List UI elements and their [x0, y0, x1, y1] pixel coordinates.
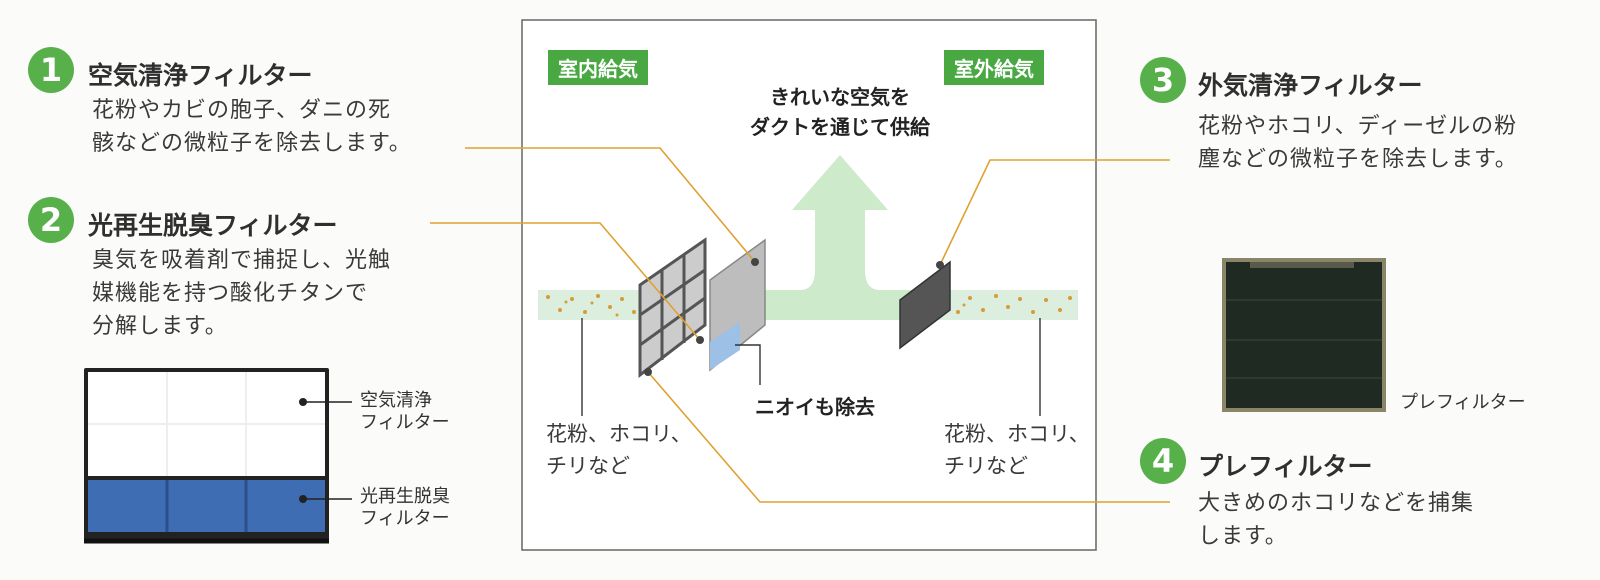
- leader-dots: [644, 258, 944, 376]
- unit-label-deodor-filter-1: 光再生脱臭: [360, 486, 450, 507]
- number-badge-3: 3: [1140, 57, 1186, 103]
- odor-removal-label: ニオイも除去: [755, 395, 875, 419]
- left-particles-line-1: 花粉、ホコリ、: [546, 422, 692, 446]
- filter-unit-illustration: [84, 368, 352, 544]
- supply-text-line-1: きれいな空気を: [770, 85, 910, 109]
- outdoor-supply-tag: 室外給気: [944, 50, 1044, 85]
- filter-2-desc-line-1: 臭気を吸着剤で捕捉し、光触: [92, 248, 392, 273]
- prefilter-photo-caption: プレフィルター: [1400, 392, 1526, 413]
- filter-1-title: 空気清浄フィルター: [88, 61, 313, 90]
- filter-4-desc-line-2: します。: [1198, 524, 1288, 549]
- left-air-band: [538, 290, 648, 320]
- unit-label-deodor-filter-2: フィルター: [360, 508, 450, 529]
- filter-1-desc-line-2: 骸などの微粒子を除去します。: [92, 131, 412, 156]
- left-particles-line-2: チリなど: [546, 454, 630, 478]
- filter-2-desc-line-2: 媒機能を持つ酸化チタンで: [92, 281, 369, 306]
- supply-text-line-2: ダクトを通じて供給: [750, 115, 930, 139]
- number-badge-2: 2: [28, 197, 74, 243]
- filter-3-title: 外気清浄フィルター: [1198, 71, 1423, 100]
- unit-label-air-filter-1: 空気清浄: [360, 390, 432, 411]
- filter-2-title: 光再生脱臭フィルター: [88, 211, 338, 240]
- prefilter-photo: [1222, 258, 1386, 412]
- filter-3-desc-line-1: 花粉やホコリ、ディーゼルの粉: [1198, 114, 1518, 139]
- diagram-frame: [521, 19, 1097, 551]
- number-badge-1: 1: [28, 47, 74, 93]
- filter-3-desc-line-2: 塵などの微粒子を除去します。: [1198, 147, 1518, 172]
- unit-label-air-filter-2: フィルター: [360, 412, 450, 433]
- number-badge-4: 4: [1140, 438, 1186, 484]
- indoor-supply-tag: 室内給気: [548, 50, 648, 85]
- filter-2-desc-line-3: 分解します。: [92, 314, 228, 339]
- airflow-arrow: [740, 155, 918, 320]
- right-particles-line-2: チリなど: [944, 454, 1028, 478]
- right-particles-line-1: 花粉、ホコリ、: [944, 422, 1090, 446]
- particles: [546, 294, 1072, 317]
- filter-4-title: プレフィルター: [1198, 452, 1373, 481]
- outdoor-filter-panel: [899, 260, 951, 350]
- leader-lines: [430, 147, 1170, 503]
- filter-1-desc-line-1: 花粉やカビの胞子、ダニの死: [92, 98, 392, 123]
- filter-4-desc-line-1: 大きめのホコリなどを捕集: [1198, 491, 1475, 516]
- deodor-filter-panel: [710, 322, 740, 370]
